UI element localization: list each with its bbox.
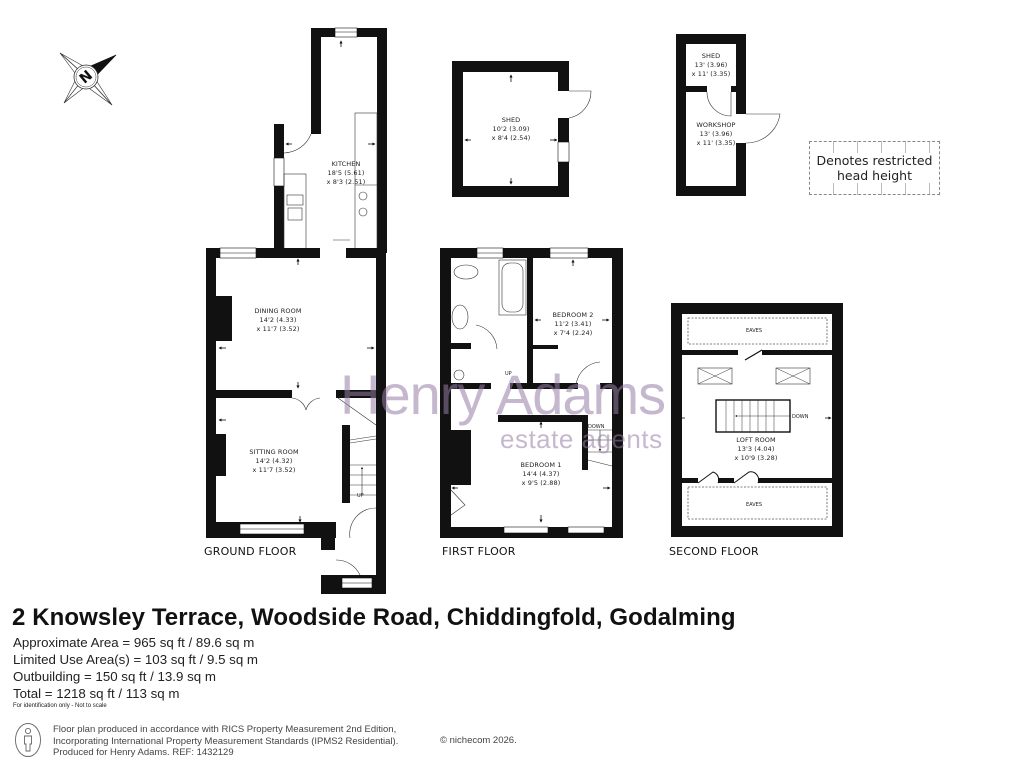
room-label-workshop: WORKSHOP 13' (3.96) x 11' (3.35) bbox=[696, 121, 736, 147]
first-floor-stairs-up-label: UP bbox=[505, 371, 512, 377]
loft-stairs-down-label: DOWN bbox=[792, 414, 809, 420]
rics-statement: Floor plan produced in accordance with R… bbox=[53, 724, 398, 759]
legend-line-2: head height bbox=[835, 168, 913, 183]
footer-line-2: Incorporating International Property Mea… bbox=[53, 735, 399, 747]
floor-plan-drawing: N bbox=[59, 27, 843, 594]
dimension-arrows bbox=[218, 40, 832, 523]
scale-disclaimer: For identification only - Not to scale bbox=[13, 703, 107, 709]
second-floor-label: SECOND FLOOR bbox=[669, 545, 759, 558]
copyright-notice: © nichecom 2026. bbox=[440, 735, 517, 746]
workshop-plan bbox=[676, 34, 781, 196]
outbuilding-area: Outbuilding = 150 sq ft / 13.9 sq m bbox=[13, 669, 216, 684]
first-floor-stairs-down-label: DOWN bbox=[588, 424, 605, 430]
ground-floor-plan bbox=[206, 27, 387, 594]
ground-floor-label: GROUND FLOOR bbox=[204, 545, 297, 558]
limited-use-area: Limited Use Area(s) = 103 sq ft / 9.5 sq… bbox=[13, 652, 258, 667]
legend-line-1: Denotes restricted bbox=[815, 153, 934, 168]
second-floor-plan bbox=[671, 303, 843, 537]
eaves-bottom-label: EAVES bbox=[746, 502, 763, 508]
room-label-shed-2: SHED 13' (3.96) x 11' (3.35) bbox=[691, 52, 731, 78]
room-label-loft-room: LOFT ROOM 13'3 (4.04) x 10'9 (3.28) bbox=[734, 436, 778, 462]
first-floor-label: FIRST FLOOR bbox=[442, 545, 516, 558]
room-label-bedroom-1: BEDROOM 1 14'4 (4.37) x 9'5 (2.88) bbox=[520, 461, 562, 487]
room-label-kitchen: KITCHEN 18'5 (5.61) x 8'3 (2.51) bbox=[326, 160, 366, 186]
compass-north-icon: N bbox=[59, 52, 117, 106]
property-title: 2 Knowsley Terrace, Woodside Road, Chidd… bbox=[12, 604, 736, 631]
footer-line-3: Produced for Henry Adams. REF: 1432129 bbox=[53, 747, 234, 758]
person-measurement-icon bbox=[15, 723, 41, 757]
room-label-bedroom-2: BEDROOM 2 11'2 (3.41) x 7'4 (2.24) bbox=[552, 311, 594, 337]
shed-plan bbox=[452, 61, 592, 197]
stairs-up-label: UP bbox=[357, 493, 364, 499]
footer-line-1: Floor plan produced in accordance with R… bbox=[53, 724, 397, 735]
eaves-top-label: EAVES bbox=[746, 328, 763, 334]
room-label-sitting-room: SITTING ROOM 14'2 (4.32) x 11'7 (3.52) bbox=[249, 448, 299, 474]
room-label-shed: SHED 10'2 (3.09) x 8'4 (2.54) bbox=[491, 116, 531, 142]
approximate-area: Approximate Area = 965 sq ft / 89.6 sq m bbox=[13, 635, 255, 650]
total-area: Total = 1218 sq ft / 113 sq m bbox=[13, 686, 180, 701]
room-label-dining-room: DINING ROOM 14'2 (4.33) x 11'7 (3.52) bbox=[254, 307, 302, 333]
first-floor-plan bbox=[440, 247, 623, 538]
